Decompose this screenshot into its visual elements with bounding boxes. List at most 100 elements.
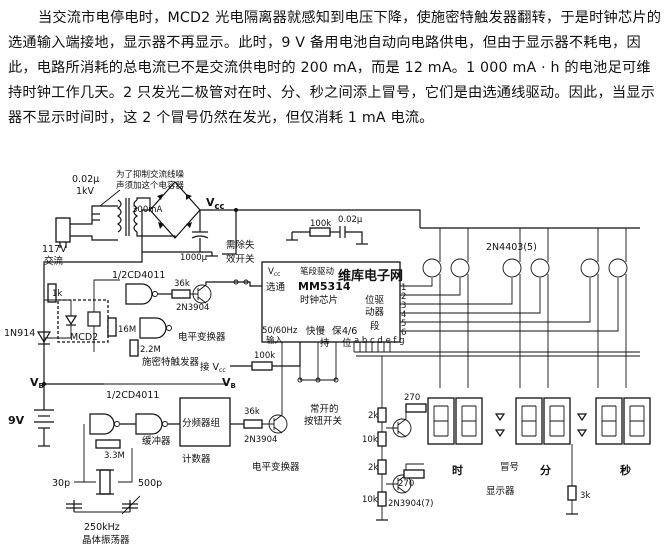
opto-label: MCD2 bbox=[70, 332, 98, 343]
fail-safe-label-1: 需除失 bbox=[226, 239, 255, 251]
r-16m: 16M bbox=[118, 325, 136, 335]
vb-label: VB bbox=[30, 376, 44, 390]
transformer-secondary bbox=[133, 199, 139, 233]
ic-hold-1: 保 bbox=[332, 325, 342, 337]
q-2n3904-top: 2N3904 bbox=[176, 303, 209, 313]
ic-4011-bot: 1/2CD4011 bbox=[106, 390, 159, 401]
buffer-label: 缓冲器 bbox=[142, 435, 171, 447]
r-100k-top: 100k bbox=[310, 219, 331, 229]
ic-hold-2: 持 bbox=[320, 337, 330, 349]
colon-drivers: 2k 10k 270 2k 10k 270 2N3904(7) bbox=[362, 356, 433, 521]
segment-bus bbox=[353, 342, 640, 357]
ic-pin-6: 6 bbox=[401, 328, 406, 338]
noise-cap-value: 0.02μ bbox=[72, 174, 99, 185]
r-22m: 2.2M bbox=[140, 345, 161, 355]
seven-segment-displays: 时 冒号 分 秒 显示器 3k bbox=[427, 397, 651, 515]
ic-vcc-pin: Vcc bbox=[268, 267, 280, 278]
r-33m: 3.3M bbox=[104, 451, 125, 461]
ic-pin-1: 1 bbox=[401, 283, 406, 293]
ic-fast-slow: 快慢 bbox=[306, 325, 326, 337]
r-3k: 3k bbox=[580, 491, 590, 501]
note-line-1: 为了抑制交流线噪 bbox=[116, 169, 185, 180]
counter-label: 计数器 bbox=[182, 453, 211, 465]
ic-digit-label-1: 位驱 bbox=[365, 294, 385, 306]
r-36k-bot: 36k bbox=[244, 407, 260, 417]
ic-hz-label: 50/60Hz bbox=[262, 326, 298, 336]
c-002-top: 0.02μ bbox=[338, 215, 363, 225]
level-conv-top: 电平变换器 bbox=[178, 331, 226, 343]
ic-part-number: MM5314 bbox=[298, 280, 351, 293]
second-label: 秒 bbox=[620, 463, 631, 477]
divider-label: 分频器组 bbox=[182, 417, 221, 429]
digit-driver-lines bbox=[400, 278, 619, 332]
divider-counter: 分频器组 计数器 36k 2N3904 电平变换器 常开的 按钮开关 bbox=[179, 342, 343, 473]
diode-label: 1N914 bbox=[4, 328, 35, 339]
r-270-b: 270 bbox=[398, 479, 414, 489]
hour-label: 时 bbox=[452, 463, 463, 477]
q-2n3904-bot: 2N3904 bbox=[244, 435, 277, 445]
r-2k-b: 2k bbox=[368, 463, 378, 473]
ic-rc-network: 100k 0.02μ bbox=[286, 215, 368, 245]
c-30p: 30p bbox=[52, 478, 70, 489]
battery-section: VB 9V bbox=[8, 376, 104, 447]
schmitt-label: 施密特触发器 bbox=[142, 356, 200, 368]
ic-pin-4: 4 bbox=[401, 310, 406, 320]
r-2k-a: 2k bbox=[368, 411, 378, 421]
r-1k: 1k bbox=[52, 289, 62, 299]
battery-label: 9V bbox=[8, 414, 25, 427]
transformer-primary bbox=[116, 199, 122, 233]
c-500p: 500p bbox=[138, 478, 162, 489]
display-label: 显示器 bbox=[486, 486, 515, 497]
colon-led-2 bbox=[576, 413, 588, 438]
r-100k-mid: 100k bbox=[254, 351, 275, 361]
pnp-transistors-2n4403: 2N4403(5) bbox=[420, 227, 640, 388]
divider-box bbox=[179, 397, 231, 447]
ic-pin-2: 2 bbox=[401, 292, 406, 302]
ic-hz-input: 输入 bbox=[266, 335, 284, 346]
r-10k-a: 10k bbox=[362, 435, 378, 445]
watermark-text: 维库电子网 bbox=[338, 268, 403, 284]
ic-strobe-label: 选通 bbox=[266, 281, 286, 293]
ac-plug bbox=[55, 217, 71, 243]
r-36k-top: 36k bbox=[174, 279, 190, 289]
switch-label-1: 常开的 bbox=[310, 403, 339, 415]
filter-cap-label: 1000μ bbox=[180, 253, 208, 263]
note-line-2: 声须加这个电容器 bbox=[116, 180, 185, 191]
colon-led-1 bbox=[494, 413, 506, 438]
nand-gate-osc bbox=[89, 413, 115, 435]
body-paragraph: 当交流市电停电时，MCD2 光电隔离器就感知到电压下降，使施密特触发器翻转，于是… bbox=[8, 6, 664, 131]
ic-pos-label: 位 bbox=[342, 337, 352, 349]
noise-cap-voltage: 1kV bbox=[76, 186, 95, 197]
ic-digit-label-2: 动器 bbox=[365, 307, 385, 318]
q-2n3904-7: 2N3904(7) bbox=[388, 499, 433, 509]
paragraph-1: 当交流市电停电时，MCD2 光电隔离器就感知到电压下降，使施密特触发器翻转，于是… bbox=[8, 6, 664, 131]
oscillator-section: 1/2CD4011 VB 3.3M 缓冲器 30p 500p 250kHz 晶体… bbox=[52, 376, 236, 546]
clock-ic-mm5314: Vcc 笔段驱动 选通 MM5314 时钟芯片 位驱 动器 段 50/60Hz … bbox=[261, 261, 406, 349]
r-10k-b: 10k bbox=[362, 495, 378, 505]
pnp-part-label: 2N4403(5) bbox=[486, 242, 537, 253]
level-conv-bot: 电平变换器 bbox=[252, 461, 300, 473]
ic-seg-driver-label: 笔段驱动 bbox=[300, 266, 335, 277]
fail-safe-label-2: 效开关 bbox=[226, 253, 255, 265]
colon-label: 冒号 bbox=[500, 462, 519, 473]
nand-gate-buffer bbox=[135, 413, 163, 435]
ic-46-label: 4/6 bbox=[342, 326, 357, 337]
opto-and-schmitt: 1k 1N914 MCD2 1/2CD4011 16M 2.2M 施密特触发器 … bbox=[4, 239, 262, 398]
ic-4011-top: 1/2CD4011 bbox=[112, 270, 165, 281]
paragraph-1-text: 当交流市电停电时，MCD2 光电隔离器就感知到电压下降，使施密特触发器翻转，于是… bbox=[8, 10, 662, 126]
ic-seg-pins: a b c d e f g bbox=[354, 336, 405, 346]
crystal bbox=[99, 469, 111, 495]
ac-label: 交流 bbox=[44, 255, 64, 267]
vcc-label: Vcc bbox=[206, 196, 225, 212]
ic-name: 时钟芯片 bbox=[300, 294, 338, 306]
xtal-frequency: 250kHz bbox=[84, 522, 120, 533]
r-270-a: 270 bbox=[404, 393, 420, 403]
xtal-label: 晶体振荡器 bbox=[82, 534, 130, 546]
ac-input-section: 117V 交流 0.02μ 1kV 为了抑制交流线噪 声须加这个电容器 300m… bbox=[42, 169, 236, 267]
ic-pin-5: 5 bbox=[401, 319, 406, 329]
ac-voltage-label: 117V bbox=[42, 244, 67, 255]
nand-gate-2 bbox=[139, 317, 167, 339]
